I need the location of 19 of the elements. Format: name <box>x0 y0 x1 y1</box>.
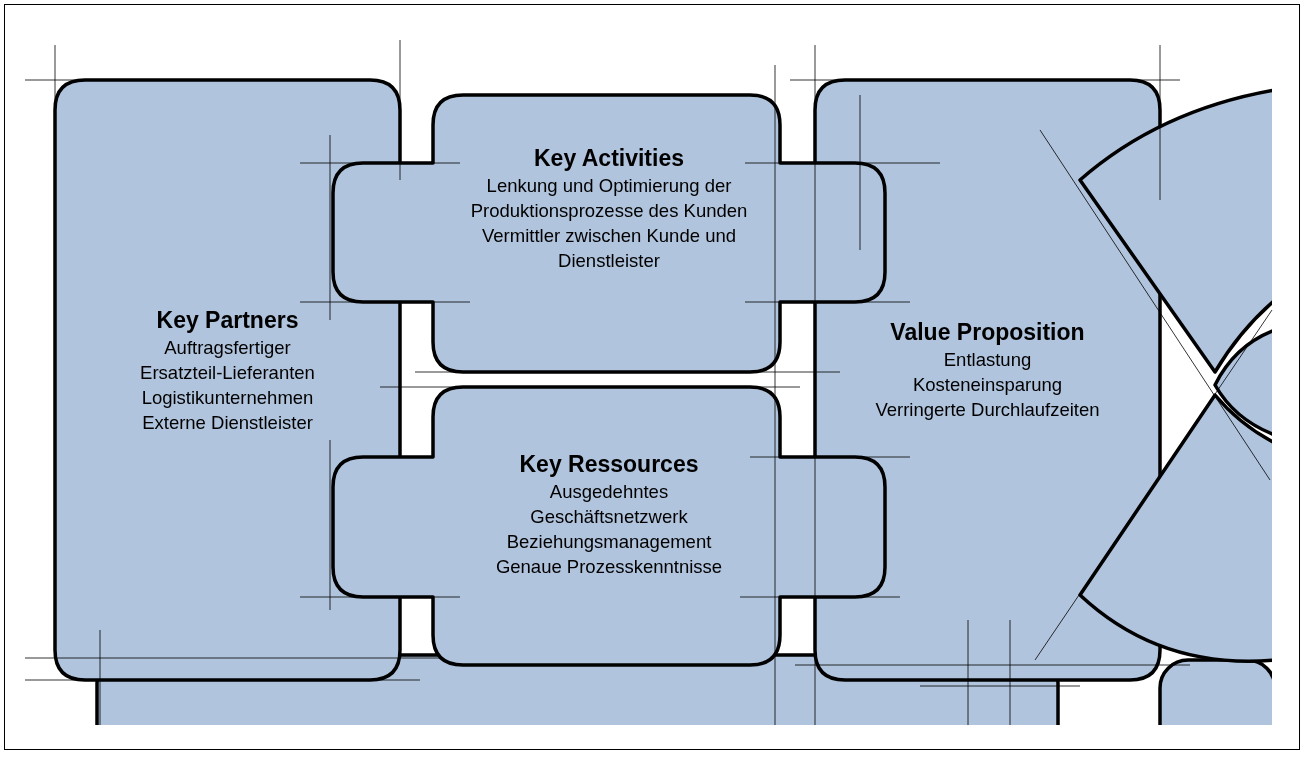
item-text: Ersatzteil-Lieferanten <box>139 361 316 385</box>
block-heading: Value Proposition <box>889 318 1086 347</box>
item-text: Lenkung und Optimierung der Produktionsprozesse des Kunden <box>469 174 749 223</box>
item-text: Vermittler zwischen Kunde und Dienstleister <box>481 224 737 273</box>
item-text: Externe Dienstleister <box>141 411 314 435</box>
item-text: Kosteneinsparung <box>911 373 1064 397</box>
item-text: Beziehungsmanagement <box>505 530 713 554</box>
item-text: Auftragsfertiger <box>163 336 292 360</box>
item-text: Genaue Prozesskenntnisse <box>494 555 724 579</box>
item-text: Entlastung <box>942 348 1033 372</box>
item-text: Ausgedehntes Geschäftsnetzwerk <box>529 480 689 529</box>
block-heading: Key Ressources <box>518 450 700 479</box>
revenue-block <box>1160 660 1272 725</box>
item-text: Logistikunternehmen <box>140 386 315 410</box>
activities-block <box>333 95 885 372</box>
block-heading: Key Partners <box>155 306 300 335</box>
arc-segment <box>1215 330 1272 435</box>
item-text: Verringerte Durchlaufzeiten <box>874 398 1101 422</box>
block-heading: Key Activities <box>533 144 685 173</box>
